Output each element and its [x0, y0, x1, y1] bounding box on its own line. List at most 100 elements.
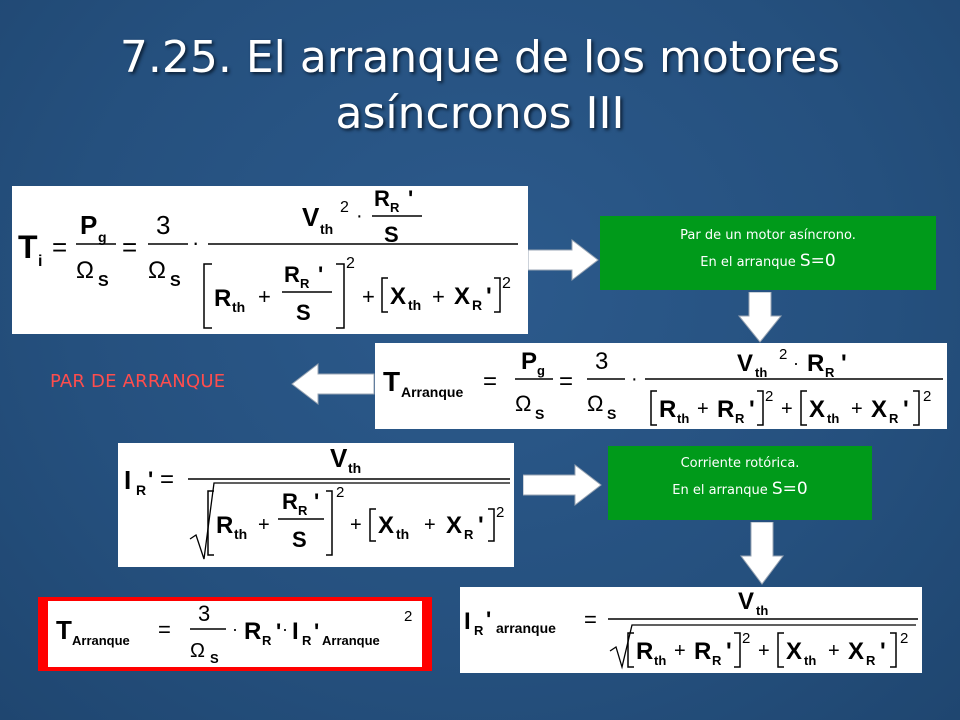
thevenin-resistance-subscript-2: th — [677, 411, 689, 426]
multiply-dot-3: · — [631, 368, 638, 390]
result-rotor-resistance-subscript: R — [262, 633, 272, 648]
plus-sign-7: + — [258, 514, 270, 536]
rotor-current-note: Corriente rotórica. En el arranque S=0 — [608, 446, 872, 520]
thevenin-resistance-3: R — [216, 512, 233, 539]
omega-symbol-2: Ω — [148, 257, 166, 284]
torque-equation: T i = P g Ω S = 3 Ω S · V th 2 · R R ' S… — [12, 186, 528, 334]
thevenin-reactance-subscript-4: th — [804, 653, 816, 668]
exponent-2i: 2 — [404, 608, 412, 625]
equals-sign-1: = — [52, 232, 67, 262]
note-line-2-text: En el arranque — [700, 255, 800, 270]
gap-power-subscript: g — [98, 229, 107, 245]
result-torque-symbol: T — [56, 615, 72, 645]
equals-sign-4: = — [559, 368, 573, 395]
omega-subscript-5: S — [210, 651, 219, 666]
equals-sign-2: = — [122, 232, 137, 262]
left-bracket-7 — [627, 632, 634, 668]
torque-equation-svg: T i = P g Ω S = 3 Ω S · V th 2 · R R ' S… — [18, 186, 518, 329]
exponent-2e: 2 — [765, 388, 773, 405]
multiply-dot-2: · — [356, 205, 363, 227]
exponent-2j: 2 — [742, 630, 750, 647]
note-2-line-2-text: En el arranque — [672, 483, 772, 498]
note-2-line-2: En el arranque S=0 — [608, 479, 872, 499]
rotor-reactance-subscript-3: R — [464, 527, 474, 542]
result-current-subscript-2: Arranque — [322, 633, 380, 648]
prime-mark-10: ' — [276, 619, 281, 644]
title-line-2: asíncronos III — [335, 88, 625, 139]
omega-subscript-3: S — [535, 406, 544, 422]
title-line-1: 7.25. El arranque de los motores — [119, 32, 841, 83]
starting-torque-result-svg: T Arranque = 3 Ω S · R R ' · I R ' Arran… — [56, 601, 412, 666]
rotor-resistance-subscript-4: R — [735, 411, 745, 426]
thevenin-reactance-subscript: th — [408, 297, 421, 313]
starting-current-equation: I R ' arranque = V th R th + R R ' 2 + X… — [460, 587, 922, 673]
slip-symbol-2: S — [296, 300, 311, 325]
rotor-reactance-subscript: R — [472, 297, 482, 313]
thevenin-voltage-4: V — [738, 588, 754, 615]
slip-condition-2: S=0 — [771, 479, 808, 499]
rotor-resistance-subscript: R — [390, 200, 400, 215]
thevenin-voltage-subscript-4: th — [756, 603, 768, 618]
right-bracket-7 — [734, 632, 741, 668]
thevenin-reactance-3: X — [378, 512, 394, 539]
equals-sign-3: = — [483, 368, 497, 395]
prime-mark-14: ' — [880, 638, 886, 665]
starting-torque-svg: T Arranque = P g Ω S = 3 Ω S · V th 2 · … — [383, 346, 943, 426]
prime-mark-11: ' — [314, 619, 319, 644]
thevenin-reactance-subscript-2: th — [827, 411, 839, 426]
omega-symbol: Ω — [76, 257, 94, 284]
prime-mark-3: ' — [486, 283, 492, 310]
plus-sign-8: + — [350, 514, 362, 536]
left-bracket-5 — [207, 490, 214, 556]
right-bracket-2 — [494, 277, 501, 313]
left-bracket-2 — [381, 277, 388, 313]
equals-sign-6: = — [158, 617, 171, 642]
gap-power-subscript-2: g — [537, 363, 545, 378]
plus-sign: + — [258, 284, 271, 309]
numerator-three-2: 3 — [595, 348, 608, 375]
rotor-current-svg: I R ' = V th R th + R R ' S 2 + X th + X… — [124, 443, 510, 560]
left-bracket-6 — [369, 508, 376, 542]
torque-subscript: i — [38, 253, 42, 270]
exponent-2d: 2 — [779, 346, 787, 363]
note-line-1: Par de un motor asíncrono. — [680, 228, 856, 243]
arrow-right-icon-2 — [523, 463, 602, 507]
omega-subscript: S — [98, 273, 109, 290]
omega-symbol-5: Ω — [190, 640, 205, 662]
omega-subscript-4: S — [607, 406, 616, 422]
result-current-subscript: R — [302, 633, 312, 648]
thevenin-resistance-subscript: th — [232, 299, 245, 315]
thevenin-voltage-subscript-2: th — [755, 365, 767, 380]
right-bracket-8 — [890, 632, 897, 668]
left-bracket-4 — [800, 390, 807, 426]
slip-symbol-3: S — [292, 527, 307, 552]
rotor-resistance-subscript-3: R — [825, 365, 835, 380]
rotor-reactance-subscript-2: R — [889, 411, 899, 426]
rotor-resistance-subscript-5: R — [298, 503, 308, 518]
plus-sign-9: + — [424, 514, 436, 536]
rotor-resistance-subscript-6: R — [712, 653, 722, 668]
prime-mark-13: ' — [726, 638, 732, 665]
square-root-sign — [189, 482, 510, 560]
rotor-resistance-6: R — [694, 638, 711, 665]
plus-sign-4: + — [697, 398, 709, 420]
prime-mark-4: ' — [841, 350, 847, 377]
slip-symbol: S — [384, 222, 399, 247]
thevenin-reactance-4: X — [786, 638, 802, 665]
right-bracket-5 — [326, 490, 333, 556]
rotor-resistance-3: R — [807, 350, 824, 377]
rotor-resistance-2: R — [284, 262, 300, 287]
thevenin-resistance: R — [214, 285, 231, 312]
exponent-2k: 2 — [900, 630, 908, 647]
gap-power-2: P — [521, 348, 537, 375]
multiply-dot-5: · — [232, 619, 238, 639]
thevenin-voltage-subscript-3: th — [348, 460, 361, 476]
right-bracket-3 — [757, 390, 764, 426]
starting-torque-symbol: T — [383, 366, 400, 397]
prime-mark-5: ' — [749, 396, 755, 423]
plus-sign-3: + — [432, 284, 445, 309]
starting-torque-equation: T Arranque = P g Ω S = 3 Ω S · V th 2 · … — [375, 343, 947, 429]
omega-symbol-4: Ω — [587, 391, 603, 416]
slide-title: 7.25. El arranque de los motores asíncro… — [0, 30, 960, 142]
prime-mark-12: ' — [486, 607, 491, 632]
